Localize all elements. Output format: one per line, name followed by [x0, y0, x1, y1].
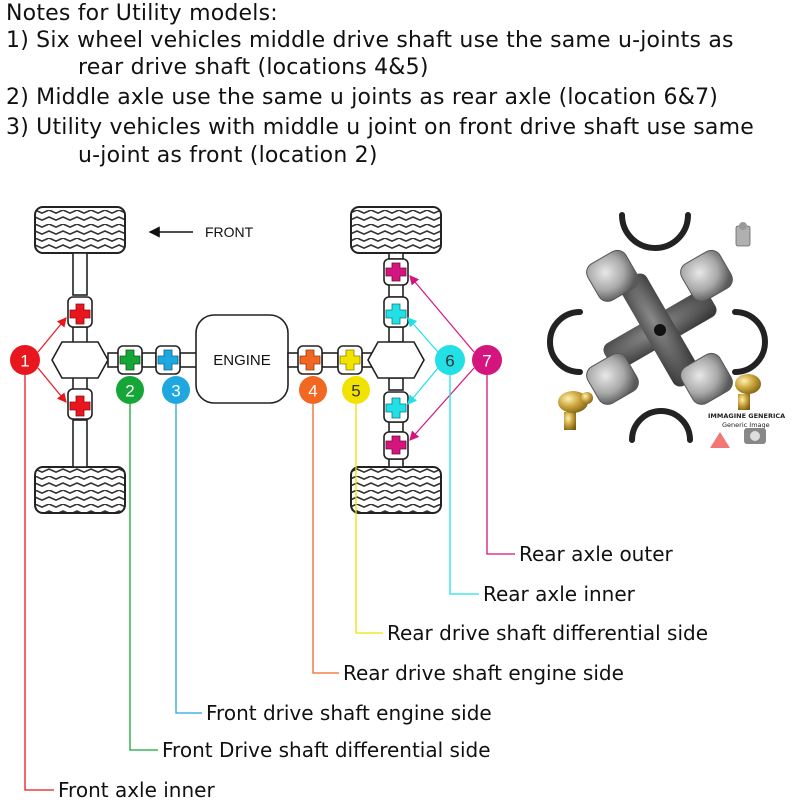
location-badge-number-3: 3 — [171, 382, 180, 401]
note-3-line-2: u-joint as front (location 2) — [78, 143, 378, 168]
ujoint-7-bottom — [385, 435, 407, 455]
grease-fitting-top-right — [735, 222, 751, 247]
location-badge-number-5: 5 — [351, 382, 360, 401]
leader-line-1 — [24, 375, 54, 791]
ujoint-product-image: IMMAGINE GENERICA Generic Image — [547, 212, 785, 448]
warning-triangle-icon — [710, 432, 730, 448]
wheel-rear-left — [350, 206, 442, 254]
rear-axle — [367, 252, 425, 468]
watermark-line-2: Generic Image — [722, 421, 770, 429]
wheel-front-left — [34, 206, 126, 254]
watermark-line-1: IMMAGINE GENERICA — [708, 412, 785, 420]
location-label-5: Rear drive shaft differential side — [387, 621, 708, 645]
leader-line-3 — [175, 404, 202, 714]
grease-fitting-left — [558, 391, 593, 430]
location-badge-1 — [10, 345, 40, 375]
location-label-2: Front Drive shaft differential side — [162, 738, 491, 762]
location-badge-number-4: 4 — [308, 382, 317, 401]
ujoint-6-bottom — [385, 397, 407, 419]
snap-ring-left — [547, 309, 583, 375]
bearing-caps — [586, 249, 733, 405]
callout-6-top — [407, 317, 439, 353]
note-2: 2) Middle axle use the same u joints as … — [6, 85, 719, 110]
leader-line-7 — [486, 375, 515, 555]
location-badge-3 — [162, 376, 190, 404]
callout-7-top — [409, 275, 475, 353]
leader-line-4 — [312, 404, 339, 674]
ujoint-1-top — [69, 303, 91, 325]
ujoint-2 — [119, 349, 141, 371]
location-label-4: Rear drive shaft engine side — [343, 661, 624, 685]
grease-hole — [654, 324, 666, 336]
snap-ring-top — [619, 212, 691, 251]
ujoint-7-top — [385, 262, 407, 282]
snap-ring-right — [732, 309, 768, 375]
wheel-rear-right — [350, 466, 442, 514]
note-3-line-1: 3) Utility vehicles with middle u joint … — [6, 115, 754, 140]
leader-line-2 — [129, 404, 158, 751]
leader-line-5 — [355, 404, 383, 634]
location-label-1: Front axle inner — [58, 778, 215, 800]
ujoint-crosses — [69, 262, 407, 455]
front-label: FRONT — [205, 224, 254, 240]
location-label-3: Front drive shaft engine side — [206, 701, 492, 725]
ujoint-1-bottom — [69, 395, 91, 417]
callout-6-bottom — [407, 367, 439, 405]
notes-title: Notes for Utility models: — [6, 1, 278, 26]
grease-fitting-right — [735, 374, 761, 410]
note-1-line-1: 1) Six wheel vehicles middle drive shaft… — [6, 28, 734, 53]
location-label-6: Rear axle inner — [483, 582, 636, 606]
callout-1-bottom — [37, 367, 67, 403]
rear-differential — [367, 341, 425, 379]
location-badge-number-7: 7 — [482, 352, 491, 371]
location-badge-7 — [472, 345, 502, 375]
location-badge-6 — [435, 345, 465, 375]
location-labels: Front axle inner Front Drive shaft differ… — [58, 542, 708, 800]
ujoint-6-top — [385, 303, 407, 325]
snap-ring-bottom — [629, 408, 693, 443]
location-badge-number-2: 2 — [125, 382, 134, 401]
wheel-front-right — [34, 466, 126, 514]
location-badge-5 — [342, 376, 370, 404]
ujoint-3 — [157, 349, 179, 371]
ujoint-4 — [299, 349, 321, 371]
location-label-7: Rear axle outer — [519, 542, 674, 566]
callout-7-bottom — [409, 367, 475, 441]
location-badge-number-6: 6 — [445, 352, 454, 371]
ujoint-5 — [339, 349, 361, 371]
front-differential — [51, 341, 109, 379]
callout-1-top — [37, 317, 67, 353]
front-axle — [51, 252, 109, 468]
location-badges: 1 2 3 4 5 6 7 — [10, 345, 502, 404]
location-badge-number-1: 1 — [20, 352, 29, 371]
leader-lines — [24, 375, 515, 791]
location-badge-2 — [116, 376, 144, 404]
callout-arrows — [37, 275, 475, 441]
leader-line-6 — [449, 375, 479, 595]
engine-label: ENGINE — [213, 352, 271, 369]
note-1-line-2: rear drive shaft (locations 4&5) — [78, 55, 429, 80]
location-badge-4 — [299, 376, 327, 404]
engine-block: ENGINE — [195, 314, 289, 404]
